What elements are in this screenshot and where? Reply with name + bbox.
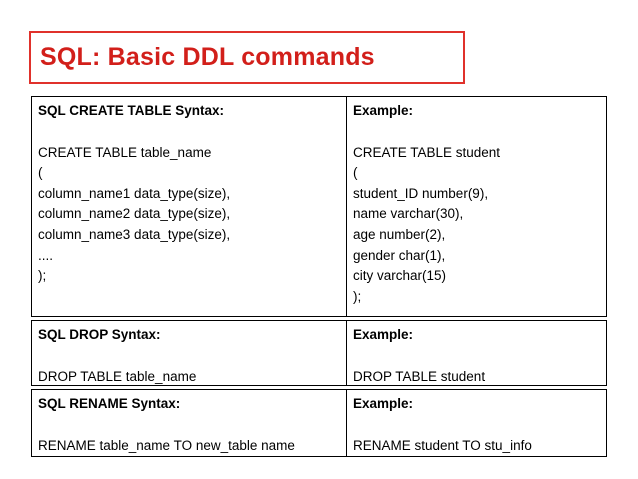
code-line: .... [38,247,54,263]
create-example-heading: Example: [353,103,414,118]
drop-table-row: SQL DROP Syntax: DROP TABLE table_name E… [31,320,607,386]
code-line: ( [38,165,43,181]
code-line: name varchar(30), [353,206,464,222]
rename-syntax-heading: SQL RENAME Syntax: [38,396,181,411]
code-line: DROP TABLE table_name [38,368,197,384]
code-line: ); [38,268,47,284]
spacer [38,415,340,436]
code-line: RENAME student TO stu_info [353,437,532,453]
create-syntax-heading: SQL CREATE TABLE Syntax: [38,103,225,118]
code-line: age number(2), [353,226,446,242]
drop-syntax-heading: SQL DROP Syntax: [38,327,161,342]
code-line: RENAME table_name TO new_table name [38,437,295,453]
spacer [353,346,600,367]
spacer [353,415,600,436]
code-line: ); [353,288,362,304]
create-example-cell: Example: CREATE TABLE student ( student_… [347,97,606,316]
rename-table-row: SQL RENAME Syntax: RENAME table_name TO … [31,389,607,457]
drop-example-cell: Example: DROP TABLE student [347,321,606,385]
code-line: gender char(1), [353,247,446,263]
create-table-row: SQL CREATE TABLE Syntax: CREATE TABLE ta… [31,96,607,317]
code-line: student_ID number(9), [353,185,489,201]
slide-title: SQL: Basic DDL commands [40,43,375,71]
spacer [353,122,600,143]
ddl-table: SQL CREATE TABLE Syntax: CREATE TABLE ta… [31,96,607,457]
rename-example-heading: Example: [353,396,414,411]
code-line: DROP TABLE student [353,368,486,384]
code-line: column_name1 data_type(size), [38,185,231,201]
code-line: column_name3 data_type(size), [38,226,231,242]
title-box: SQL: Basic DDL commands [29,31,465,84]
code-line: column_name2 data_type(size), [38,206,231,222]
spacer [38,346,340,367]
drop-syntax-cell: SQL DROP Syntax: DROP TABLE table_name [32,321,347,385]
rename-example-cell: Example: RENAME student TO stu_info [347,390,606,456]
create-syntax-cell: SQL CREATE TABLE Syntax: CREATE TABLE ta… [32,97,347,316]
spacer [38,122,340,143]
code-line: ( [353,165,358,181]
drop-example-heading: Example: [353,327,414,342]
code-line: CREATE TABLE table_name [38,144,212,160]
rename-syntax-cell: SQL RENAME Syntax: RENAME table_name TO … [32,390,347,456]
code-line: CREATE TABLE student [353,144,501,160]
code-line: city varchar(15) [353,268,447,284]
